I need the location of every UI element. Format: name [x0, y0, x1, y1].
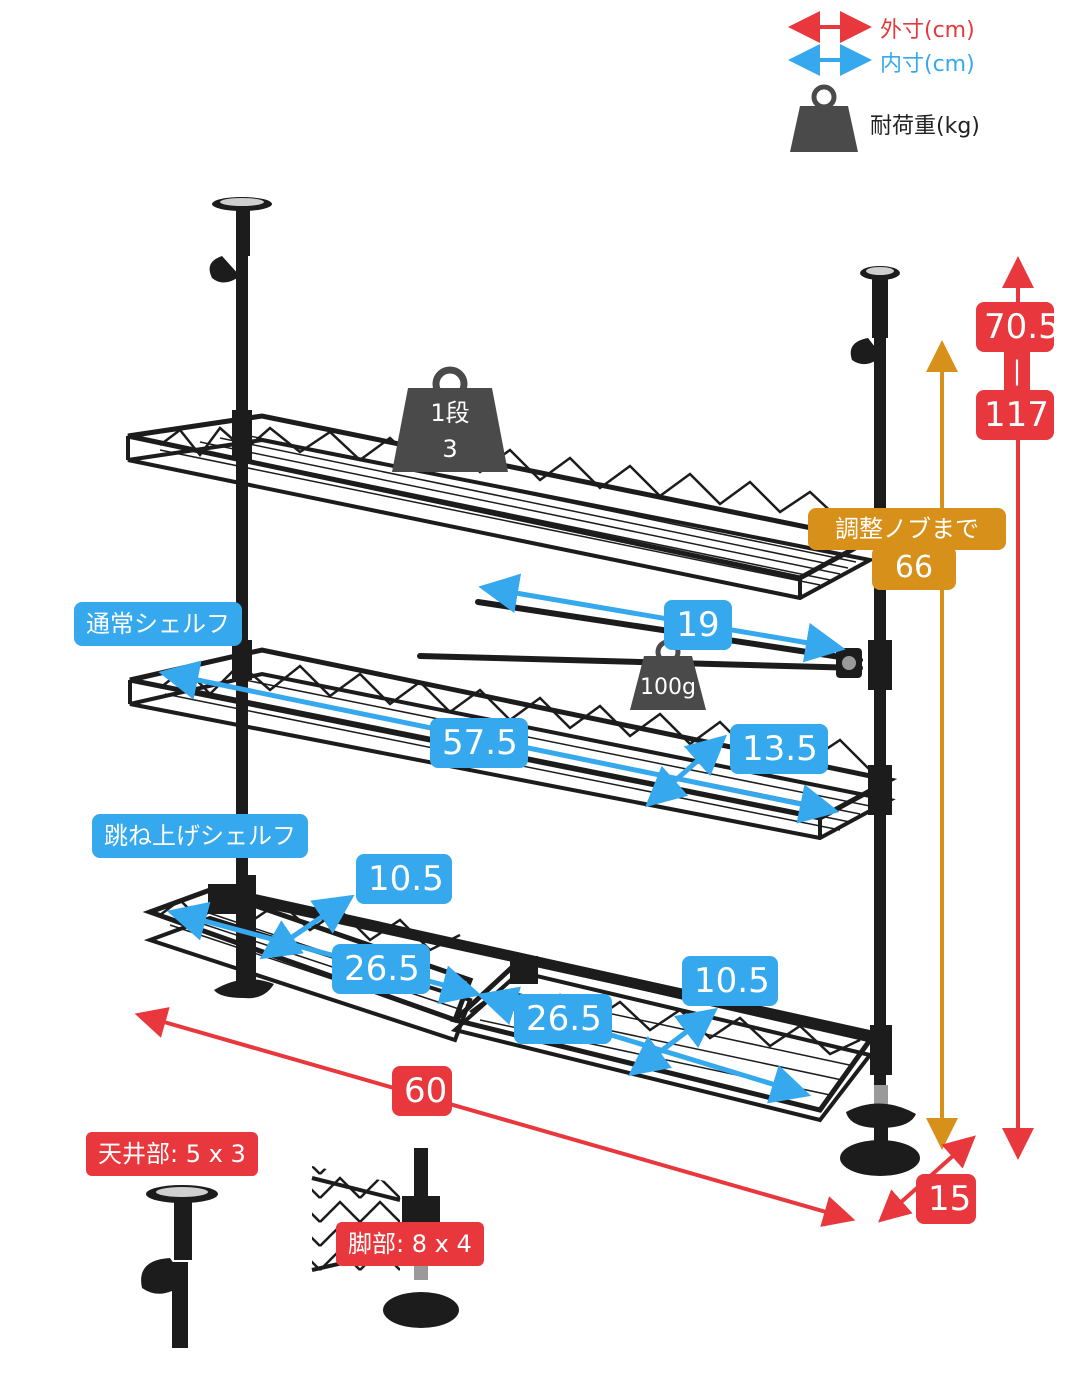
hook-length-arrow — [478, 573, 846, 663]
height-separator: | — [1004, 350, 1030, 392]
flip-left-depth-label: 10.5 — [356, 854, 452, 904]
flip-left-depth-arrow — [259, 894, 355, 960]
height-min-label: 70.5 — [976, 302, 1060, 352]
total-depth-label: 15 — [916, 1174, 976, 1224]
legend-outer-label: 外寸(cm) — [880, 18, 975, 43]
normal-shelf-label: 通常シェルフ — [74, 602, 242, 646]
legend-load-label: 耐荷重(kg) — [870, 114, 980, 139]
shelf-depth-label: 13.5 — [730, 724, 828, 774]
legend-inner-label: 内寸(cm) — [880, 52, 975, 77]
top-shelf — [126, 413, 878, 601]
hook-weight-value: 100g — [640, 675, 696, 700]
ceiling-part-detail — [141, 1185, 218, 1348]
shelf-weight-value: 3 — [442, 435, 458, 463]
height-max-label: 117 — [976, 390, 1054, 440]
foot-part-label: 脚部: 8 x 4 — [336, 1222, 484, 1266]
total-width-label: 60 — [392, 1066, 452, 1116]
flip-right-width-label: 26.5 — [514, 994, 612, 1044]
ceiling-part-label: 天井部: 5 x 3 — [86, 1132, 258, 1176]
shelf-depth-arrow — [645, 734, 727, 808]
shelf-width-label: 57.5 — [430, 718, 528, 768]
flip-left-width-label: 26.5 — [332, 944, 430, 994]
shelf-weight-icon — [392, 366, 508, 472]
knob-height-value: 66 — [872, 546, 956, 590]
knob-height-caption: 調整ノブまで — [808, 508, 1006, 550]
flip-right-depth-label: 10.5 — [682, 956, 778, 1006]
legend-weight-icon — [790, 84, 858, 152]
right-foot — [840, 1085, 920, 1176]
flip-shelf-label: 跳ね上げシェルフ — [92, 814, 308, 858]
hook-length-label: 19 — [664, 600, 732, 650]
right-pole — [850, 266, 900, 1098]
total-width-arrow — [134, 1007, 856, 1227]
flip-right-depth-arrow — [628, 1007, 718, 1077]
shelf-weight-tier: 1段 — [430, 399, 470, 427]
